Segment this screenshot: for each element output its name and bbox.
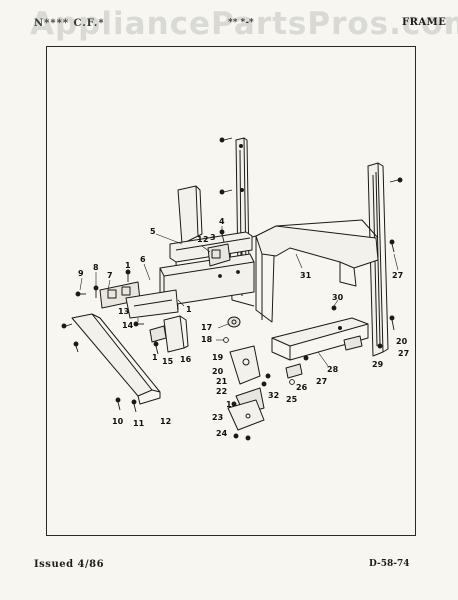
callout-1e: 1 — [226, 400, 232, 409]
page-title: FRAME — [402, 17, 447, 28]
screws — [61, 137, 403, 441]
callout-1c: 1 — [186, 305, 192, 314]
callout-5: 5 — [150, 227, 156, 236]
callout-20b: 20 — [396, 337, 408, 346]
callout-1a: 1 — [197, 235, 203, 244]
callout-16: 16 — [180, 355, 192, 364]
section-code: ** *-* — [228, 18, 254, 28]
callout-29: 29 — [372, 360, 384, 369]
callout-1d: 1 — [152, 353, 158, 362]
small-clip-20 — [343, 335, 363, 351]
roller — [227, 316, 241, 328]
callout-12: 12 — [160, 417, 171, 426]
callout-27a: 27 — [316, 377, 327, 386]
diagram-frame — [46, 46, 416, 536]
callout-2: 2 — [203, 235, 209, 244]
callout-23: 23 — [212, 413, 223, 422]
callout-labels: 1 2 3 4 5 6 7 8 9 1 1 13 14 1 15 16 17 1… — [78, 217, 409, 438]
issue-date: Issued 4/86 — [34, 559, 105, 570]
callout-8: 8 — [93, 263, 99, 272]
bottom-front-rail — [271, 317, 369, 361]
mounting-bracket — [125, 289, 179, 319]
callout-13: 13 — [118, 307, 129, 316]
latch-bracket — [207, 243, 231, 267]
hinge-assembly — [227, 345, 265, 431]
callout-20: 20 — [212, 367, 224, 376]
small-clip-26 — [285, 363, 303, 379]
callout-9: 9 — [78, 269, 84, 278]
callout-27c: 27 — [398, 349, 409, 358]
callout-31: 31 — [300, 271, 312, 280]
callout-10: 10 — [112, 417, 124, 426]
diagram-code: D-58-74 — [369, 559, 410, 569]
callout-27b: 27 — [392, 271, 403, 280]
hinge-block — [163, 315, 189, 353]
callout-22: 22 — [216, 387, 227, 396]
callout-26: 26 — [296, 383, 308, 392]
callout-6: 6 — [140, 255, 146, 264]
callout-17: 17 — [201, 323, 212, 332]
watermark: AppliancePartsPros.com — [30, 6, 458, 42]
callout-32: 32 — [268, 391, 279, 400]
callout-24: 24 — [216, 429, 228, 438]
callout-25a: 25 — [286, 395, 298, 404]
callout-19: 19 — [212, 353, 224, 362]
callout-21: 21 — [216, 377, 228, 386]
callout-4: 4 — [219, 217, 225, 226]
callout-14: 14 — [122, 321, 134, 330]
callout-1b: 1 — [125, 261, 131, 270]
callout-15: 15 — [162, 357, 174, 366]
callout-3: 3 — [210, 233, 216, 242]
callout-7: 7 — [107, 271, 113, 280]
callout-30: 30 — [332, 293, 344, 302]
callout-28: 28 — [327, 365, 339, 374]
leader-lines — [79, 226, 399, 367]
clip — [149, 325, 167, 343]
model-number: N**** C.F.* — [34, 18, 105, 29]
callout-11: 11 — [133, 419, 145, 428]
page-header: N**** C.F.* ** *-* FRAME — [0, 0, 458, 40]
lower-left-bar — [71, 313, 161, 405]
callout-18: 18 — [201, 335, 213, 344]
